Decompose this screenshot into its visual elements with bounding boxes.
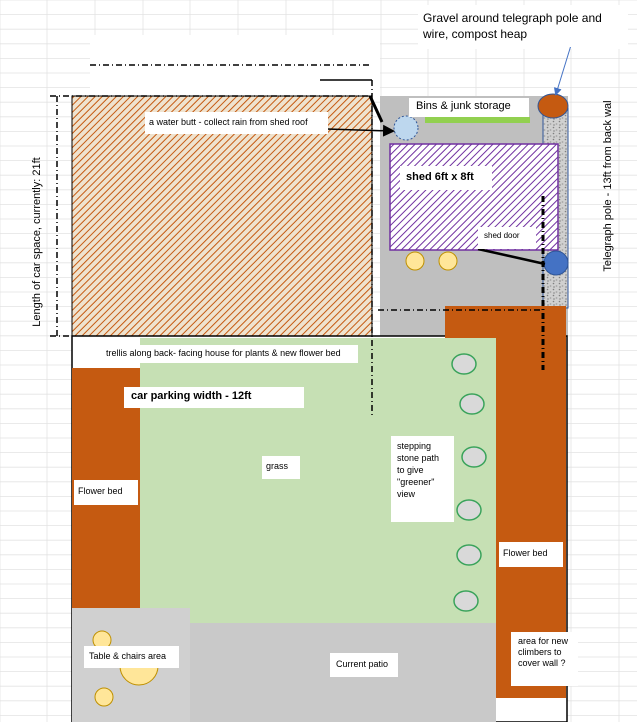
chair [405,251,425,271]
stepping-stone-label: stepping stone path to give "greener" vi… [391,436,454,522]
grass-label: grass [262,456,300,479]
stepping-stones [451,353,487,612]
car-parking-area [71,95,373,341]
pole-wire [477,247,546,266]
downpipe [368,95,384,123]
bins-label: Bins & junk storage [409,98,529,117]
stepping-stone [459,393,485,415]
flower-bed-left-label: Flower bed [74,480,138,505]
gravel-note-arrow [553,41,573,96]
shed-door-label: shed door [478,227,536,249]
bins-bar [425,117,530,123]
stepping-stone [456,499,482,521]
compost-heap [537,93,569,119]
chair [438,251,458,271]
climbers-label: area for new climbers to cover wall ? [511,632,578,686]
stepping-stone [461,446,487,468]
trellis-label: trellis along back- facing house for pla… [98,345,358,363]
measurement-lines [50,64,545,415]
water-butt [393,115,419,141]
telegraph-pole-label: Telegraph pole - 13ft from back wal [602,100,614,272]
stepping-stone [453,590,479,612]
table-chairs-label: Table & chairs area [84,646,179,668]
chair [94,687,114,707]
stepping-stone [456,544,482,566]
length-car-space-label: Length of car space, currently: 21ft [31,157,43,327]
car-parking-width-label: car parking width - 12ft [124,387,304,408]
shed-label: shed 6ft x 8ft [400,166,492,190]
telegraph-pole [543,250,569,276]
water-butt-label: a water butt - collect rain from shed ro… [145,112,328,134]
gravel-note-label: Gravel around telegraph pole and wire, c… [418,7,628,47]
current-patio-label: Current patio [330,653,398,677]
stepping-stone [451,353,477,375]
flower-bed-right-label: Flower bed [499,542,563,567]
